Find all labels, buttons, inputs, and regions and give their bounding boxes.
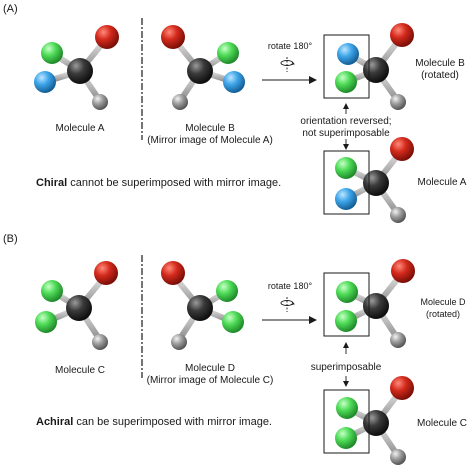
gray-atom [92,94,108,110]
molecule-c-reference [335,376,414,465]
green-atom [336,281,358,303]
rotated-label-a-line2: (rotated) [421,70,459,81]
red-atom [161,25,185,49]
molecule-a-reference [335,137,414,223]
carbon-atom [363,410,389,436]
blue-atom [337,43,359,65]
rotated-label-b-line2: (rotated) [426,309,460,319]
red-atom [391,259,415,283]
chiral-statement-rest: cannot be superimposed with mirror image… [67,177,281,189]
bottom-label-a: Molecule A [418,177,467,188]
bottom-label-b: Molecule C [417,418,467,429]
gray-atom [390,449,406,465]
chiral-statement-bold: Chiral [36,177,67,189]
section-b-label: (B) [3,233,18,245]
molecule-d-rotated [335,259,415,348]
carbon-atom [187,58,213,84]
gray-atom [172,94,188,110]
section-a-label: (A) [3,3,18,15]
green-atom [335,310,357,332]
rotate-label-b: rotate 180° [268,281,313,291]
red-atom [390,23,414,47]
carbon-atom [66,295,92,321]
green-atom [336,397,358,419]
achiral-statement-bold: Achiral [36,416,73,428]
chiral-statement: Chiral cannot be superimposed with mirro… [36,177,281,189]
blue-atom [335,188,357,210]
molecule-d-caption-line1: Molecule D [185,363,235,374]
red-atom [390,376,414,400]
blue-atom [223,71,245,93]
green-atom [216,280,238,302]
gray-atom [390,94,406,110]
comparison-a-line2: not superimposable [302,128,390,139]
molecule-b-caption-line1: Molecule B [185,123,235,134]
rotated-label-b-line1: Molecule D [420,297,466,307]
gray-atom [390,332,406,348]
molecule-b [161,25,245,110]
rotated-label-a-line1: Molecule B [415,58,465,69]
molecule-c [35,261,118,350]
molecule-c-caption: Molecule C [55,365,105,376]
achiral-statement-rest: can be superimposed with mirror image. [73,416,272,428]
molecule-d-caption-line2: (Mirror image of Molecule C) [147,375,274,386]
rotate-label-a: rotate 180° [268,41,313,51]
molecule-a [34,25,119,110]
molecule-a-caption: Molecule A [56,123,105,134]
carbon-atom [363,170,389,196]
green-atom [335,157,357,179]
comparison-a-line1: orientation reversed; [300,116,391,127]
red-atom [161,261,185,285]
gray-atom [171,334,187,350]
carbon-atom [67,58,93,84]
gray-atom [92,334,108,350]
green-atom [335,71,357,93]
green-atom [35,311,57,333]
achiral-statement: Achiral can be superimposed with mirror … [36,416,272,428]
green-atom [217,42,239,64]
compare-box-bottom-a [323,150,370,215]
carbon-atom [363,293,389,319]
molecule-b-rotated [335,23,414,110]
compare-box-top-a [323,34,370,99]
red-atom [95,25,119,49]
molecule-d [161,261,244,350]
red-atom [94,261,118,285]
rotate-symbol-icon [280,297,295,312]
green-atom [335,427,357,449]
red-atom [390,137,414,161]
green-atom [222,311,244,333]
comparison-b-line1: superimposable [311,362,382,373]
gray-atom [390,207,406,223]
compare-box-top-b [323,272,370,337]
rotate-symbol-icon [280,57,295,72]
green-atom [41,42,63,64]
compare-box-bottom-b [323,389,370,454]
carbon-atom [187,295,213,321]
carbon-atom [363,57,389,83]
green-atom [41,280,63,302]
molecule-b-caption-line2: (Mirror image of Molecule A) [147,135,273,146]
blue-atom [34,71,56,93]
